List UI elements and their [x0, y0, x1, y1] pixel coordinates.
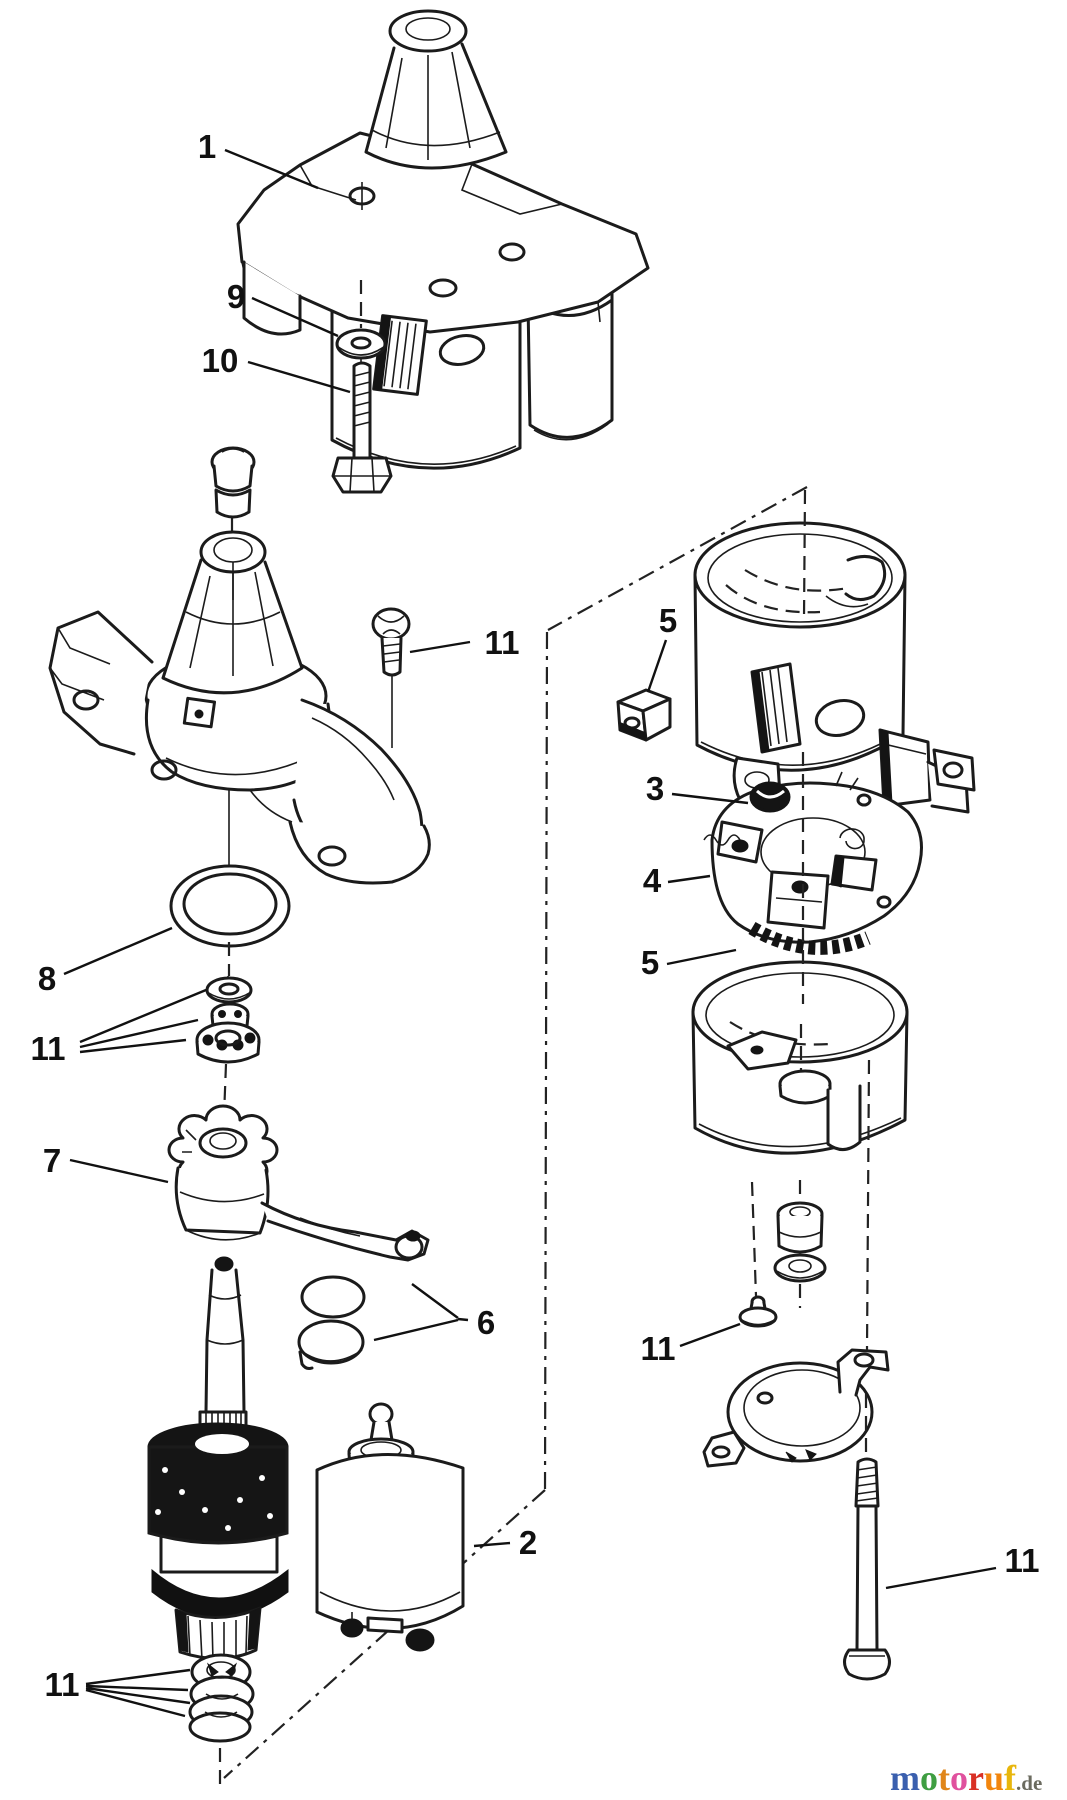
callout-7: 7: [43, 1142, 169, 1184]
callout-11-through-bolt-label: 11: [1005, 1542, 1040, 1579]
screw-top: [371, 607, 411, 748]
callout-9-label: 9: [227, 278, 245, 315]
frame-housing: [691, 960, 909, 1155]
callout-11-endcap-screw-label: 11: [641, 1330, 676, 1367]
callout-11-bearings: 11: [31, 988, 207, 1067]
bearing-stack: [195, 976, 261, 1117]
logo-letter: o: [920, 1758, 938, 1798]
centerlines-right: [750, 489, 871, 1458]
callout-7-label: 7: [43, 1142, 61, 1179]
callout-8-label: 8: [38, 960, 56, 997]
callout-11-screw-label: 11: [485, 624, 520, 661]
callout-6: 6: [373, 1283, 495, 1342]
callout-11-commutator: 11: [45, 1666, 191, 1718]
callout-5-brush-label: 5: [641, 944, 659, 981]
end-cap-housing: [693, 521, 976, 814]
callout-11-screw: 11: [409, 624, 520, 661]
motoruf-logo: motoruf.de: [890, 1758, 1042, 1798]
logo-letter: f: [1004, 1758, 1017, 1798]
end-plate: [702, 1348, 890, 1468]
callout-11-commutator-label: 11: [45, 1666, 80, 1703]
callout-4: 4: [643, 862, 711, 899]
callout-6-label: 6: [477, 1304, 495, 1341]
callout-5-nut: 5: [646, 602, 677, 693]
callout-2-label: 2: [519, 1524, 537, 1561]
square-nut: [616, 688, 672, 742]
bushings: [773, 1201, 827, 1283]
logo-letter: r: [968, 1758, 984, 1798]
logo-letter: m: [890, 1758, 920, 1798]
callouts: 1 9 10 11 8 11 7 6: [31, 128, 1040, 1718]
mounting-bolt: [331, 361, 393, 494]
frame-dash-lines: [223, 486, 808, 1779]
callout-3-label: 3: [646, 770, 664, 807]
centerlines-left: [230, 280, 363, 540]
callout-4-label: 4: [643, 862, 662, 899]
armature: [147, 1256, 289, 1662]
logo-letter: u: [984, 1758, 1004, 1798]
logo-letter: t: [938, 1758, 950, 1798]
o-ring: [169, 790, 291, 976]
plunger: [210, 446, 256, 519]
callout-10-label: 10: [202, 342, 239, 379]
callout-10: 10: [202, 342, 351, 394]
logo-suffix: .de: [1016, 1771, 1042, 1795]
logo-letter: o: [950, 1758, 968, 1798]
callout-9: 9: [227, 278, 339, 338]
callout-11-bearings-label: 11: [31, 1030, 66, 1067]
callout-5-nut-label: 5: [659, 602, 677, 639]
end-cap-screw: [738, 1295, 778, 1328]
watermark-logo: motoruf.de: [890, 1758, 1042, 1798]
washer: [335, 328, 387, 364]
ring-stack: [188, 1653, 255, 1788]
callout-5-brush: 5: [641, 944, 737, 981]
callout-1-label: 1: [198, 128, 216, 165]
drive-housing: [48, 530, 431, 885]
pinion-gear: [167, 1104, 430, 1262]
assembled-starter: [236, 9, 650, 470]
retainer-discs: [297, 1275, 366, 1370]
through-bolt: [843, 1457, 891, 1681]
brush-plate: [703, 771, 923, 955]
callout-11-endcap-screw: 11: [641, 1322, 741, 1367]
callout-2: 2: [473, 1524, 537, 1561]
callout-8: 8: [38, 926, 173, 997]
callout-1: 1: [198, 128, 319, 190]
solenoid: [315, 1402, 465, 1652]
callout-3: 3: [646, 770, 749, 807]
callout-11-through-bolt: 11: [885, 1542, 1040, 1590]
